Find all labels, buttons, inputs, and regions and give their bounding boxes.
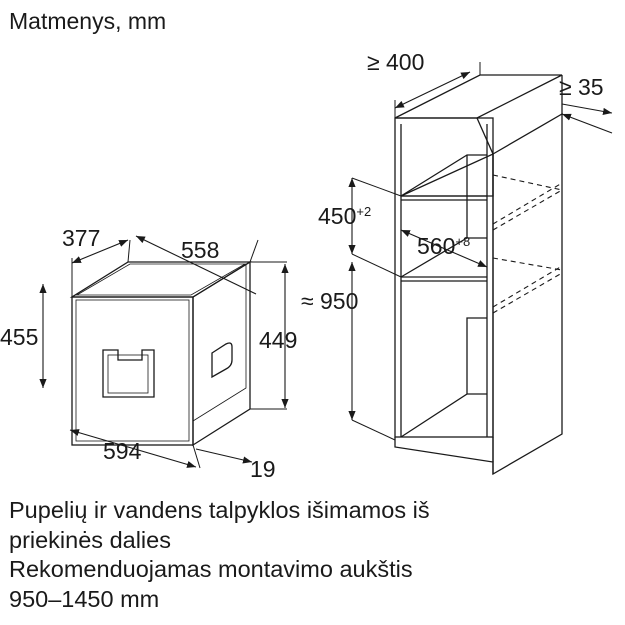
opening-height-tolerance: +2 [356,204,371,219]
page-title: Matmenys, mm [9,8,167,34]
opening-height-label: 450+2 [318,203,371,229]
note-line: Rekomenduojamas montavimo aukštis [9,556,413,582]
width-front-label: 594 [103,438,142,464]
depth-arrow [71,239,129,264]
note-line: priekinės dalies [9,526,171,553]
opening-width-arrow [400,229,488,268]
niche-hidden-lines [492,174,563,314]
niche-drawing [394,74,563,476]
height-front-label: 455 [0,324,38,350]
panel-offset-label: 19 [250,456,276,482]
appliance-drawing [69,239,287,469]
appliance-dimension-lines [39,235,289,468]
note-line: 950–1450 mm [9,585,160,612]
depth-gap-label: ≥ 35 [559,74,604,100]
width-top-label: 558 [181,237,219,263]
opening-width-value: 560 [417,233,455,259]
niche-dimension-labels: ≥ 400 ≥ 35 450+2 560+8 ≈ 950 [301,49,604,314]
appliance-dimension-labels: 377 558 455 449 594 19 [0,225,297,482]
opening-width-tolerance: +8 [455,234,470,249]
width-top-arrow [135,235,257,295]
height-body-label: 449 [259,327,297,353]
niche-width-label: ≥ 400 [367,49,424,75]
niche-width-arrow [394,71,471,109]
panel-offset-arrow [195,448,253,464]
depth-label: 377 [62,225,100,251]
width-front-arrow [69,429,197,468]
notes-block: Pupelių ir vandens talpyklos išimamos iš… [9,496,430,614]
opening-width-label: 560+8 [417,233,470,259]
depth-gap-arrow-2 [561,113,613,134]
note-line: Pupelių ir vandens talpyklos išimamos iš [9,497,430,523]
opening-height-value: 450 [318,203,356,229]
depth-gap-arrow [561,103,613,115]
install-height-label: ≈ 950 [301,288,358,314]
niche-dimension-lines [348,62,613,441]
